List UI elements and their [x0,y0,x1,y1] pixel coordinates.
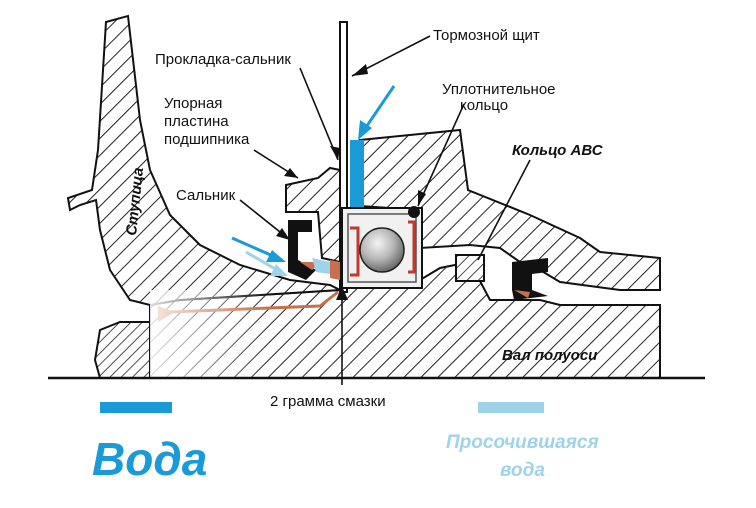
label-abs-ring: Кольцо АВС [512,142,604,159]
legend-seeped-1: Просочившаяся [446,432,599,453]
right-seal [512,258,548,300]
oil-seal [288,220,316,280]
label-seal-ring-2: кольцо [460,97,508,114]
hub-lower-step [93,321,151,379]
abs-ring [455,254,485,282]
seeped-water [312,258,330,274]
bearing-ball [359,227,405,273]
legend-swatch-water [100,402,172,413]
bearing-seal-red [350,226,360,277]
legend-swatch-seeped [478,402,544,413]
legend-seeped-2: вода [500,460,545,481]
legend-water: Вода [92,433,207,485]
label-bearing-plate-1: Упорная [164,95,222,112]
label-brake-shield: Тормозной щит [433,27,540,44]
label-oil-seal: Сальник [176,187,236,204]
label-axle-shaft: Вал полуоси [502,347,597,364]
label-gasket-seal: Прокладка-сальник [155,51,291,68]
label-seal-ring-1: Уплотнительное [442,81,556,98]
label-grease: 2 грамма смазки [270,393,386,410]
label-bearing-plate-2: пластина [164,113,229,130]
label-bearing-plate-3: подшипника [164,131,250,148]
water-gap [350,140,364,208]
sealing-ring [408,206,420,218]
